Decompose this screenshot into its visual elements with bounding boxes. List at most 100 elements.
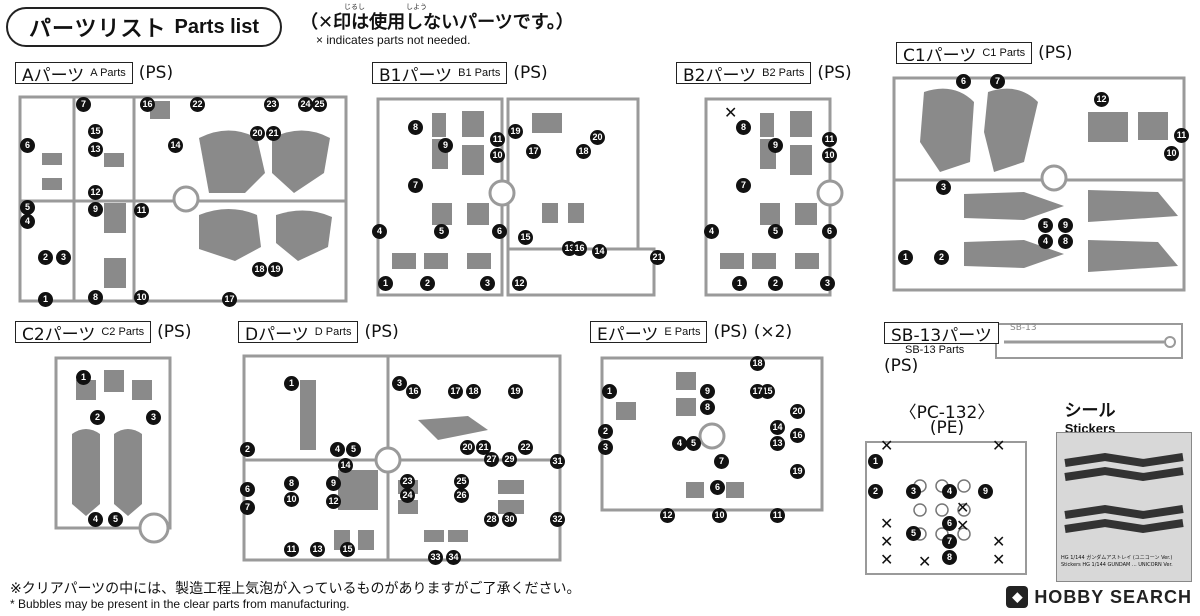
part-number-e: 2 — [598, 424, 613, 439]
part-number-d: 23 — [400, 474, 415, 489]
part-number-b1: 14 — [592, 244, 607, 259]
part-number-d: 28 — [484, 512, 499, 527]
not-needed-x-mark: ✕ — [880, 514, 894, 533]
part-number-a: 19 — [268, 262, 283, 277]
sticker-shapes — [1064, 452, 1184, 534]
part-number-e: 14 — [770, 420, 785, 435]
parts-list-title: パーツリスト Parts list — [6, 7, 282, 47]
part-number-e: 8 — [700, 400, 715, 415]
runner-b2 — [704, 97, 844, 297]
not-needed-x-mark: ✕ — [956, 498, 970, 517]
sticker-sheet: HG 1/144 ガンダムアストレイ (ユニコーン Ver.) Stickers… — [1056, 432, 1192, 582]
runner-pc132 — [865, 441, 1027, 575]
part-number-a: 25 — [312, 97, 327, 112]
part-number-d: 8 — [284, 476, 299, 491]
stickers-title: シール Stickers — [1064, 401, 1116, 436]
part-number-a: 8 — [88, 290, 103, 305]
part-number-a: 10 — [134, 290, 149, 305]
part-number-d: 33 — [428, 550, 443, 565]
part-number-pc: 7 — [942, 534, 957, 549]
part-number-a: 3 — [56, 250, 71, 265]
part-number-pc: 6 — [942, 516, 957, 531]
part-number-b1: 18 — [576, 144, 591, 159]
part-number-a: 18 — [252, 262, 267, 277]
part-number-c1: 4 — [1038, 234, 1053, 249]
part-number-c1: 9 — [1058, 218, 1073, 233]
part-number-b1: 3 — [480, 276, 495, 291]
part-number-b1: 8 — [408, 120, 423, 135]
part-number-b1: 11 — [490, 132, 505, 147]
runner-c1 — [892, 76, 1186, 292]
part-number-b2: 9 — [768, 138, 783, 153]
pc132-material: (PE) — [929, 418, 965, 438]
part-number-d: 27 — [484, 452, 499, 467]
part-number-b2: 6 — [822, 224, 837, 239]
part-number-b1: 20 — [590, 130, 605, 145]
part-number-c2: 5 — [108, 512, 123, 527]
part-number-b1: 17 — [526, 144, 541, 159]
part-number-b2: 7 — [736, 178, 751, 193]
part-number-d: 29 — [502, 452, 517, 467]
part-number-a: 11 — [134, 203, 149, 218]
part-number-d: 34 — [446, 550, 461, 565]
part-number-pc: 9 — [978, 484, 993, 499]
part-number-d: 19 — [508, 384, 523, 399]
part-number-e: 7 — [714, 454, 729, 469]
part-number-b1: 15 — [518, 230, 533, 245]
part-number-e: 1 — [602, 384, 617, 399]
part-number-e: 13 — [770, 436, 785, 451]
part-number-c1: 7 — [990, 74, 1005, 89]
part-number-c2: 1 — [76, 370, 91, 385]
part-number-c2: 4 — [88, 512, 103, 527]
part-number-b1: 7 — [408, 178, 423, 193]
part-number-d: 30 — [502, 512, 517, 527]
part-number-c2: 2 — [90, 410, 105, 425]
unused-note-jp: （✕印は使用しないパーツです。） — [300, 12, 574, 33]
clear-parts-note-jp: ※クリアパーツの中には、製造工程上気泡が入っているものがありますがご了承ください… — [10, 581, 581, 597]
not-needed-x-mark: ✕ — [724, 103, 738, 122]
runner-a — [18, 95, 348, 303]
part-number-a: 20 — [250, 126, 265, 141]
part-number-a: 17 — [222, 292, 237, 307]
part-number-d: 10 — [284, 492, 299, 507]
part-number-d: 9 — [326, 476, 341, 491]
part-number-b2: 2 — [768, 276, 783, 291]
part-number-d: 15 — [340, 542, 355, 557]
part-number-c1: 6 — [956, 74, 971, 89]
sb13-material: (PS) — [884, 356, 919, 376]
not-needed-x-mark: ✕ — [992, 436, 1006, 455]
part-number-b2: 4 — [704, 224, 719, 239]
part-number-e: 9 — [700, 384, 715, 399]
part-number-b1: 12 — [512, 276, 527, 291]
part-number-e: 5 — [686, 436, 701, 451]
part-number-pc: 2 — [868, 484, 883, 499]
part-number-pc: 5 — [906, 526, 921, 541]
part-number-e: 12 — [660, 508, 675, 523]
part-number-a: 23 — [264, 97, 279, 112]
hobby-search-logo-icon: ◆ — [1006, 586, 1029, 608]
part-number-d: 31 — [550, 454, 565, 469]
part-number-a: 9 — [88, 202, 103, 217]
part-number-a: 22 — [190, 97, 205, 112]
part-number-b1: 1 — [378, 276, 393, 291]
ruby-2: しよう — [406, 3, 427, 11]
runner-c2 — [54, 356, 172, 544]
part-number-a: 4 — [20, 214, 35, 229]
part-number-e: 19 — [790, 464, 805, 479]
part-number-b1: 6 — [492, 224, 507, 239]
part-number-d: 6 — [240, 482, 255, 497]
part-number-b2: 3 — [820, 276, 835, 291]
part-number-d: 24 — [400, 488, 415, 503]
not-needed-x-mark: ✕ — [992, 532, 1006, 551]
part-number-b2: 10 — [822, 148, 837, 163]
part-number-d: 17 — [448, 384, 463, 399]
ruby-1: じるし — [344, 3, 365, 11]
part-number-b1: 19 — [508, 124, 523, 139]
part-number-d: 32 — [550, 512, 565, 527]
part-number-a: 7 — [76, 97, 91, 112]
not-needed-x-mark: ✕ — [956, 516, 970, 535]
